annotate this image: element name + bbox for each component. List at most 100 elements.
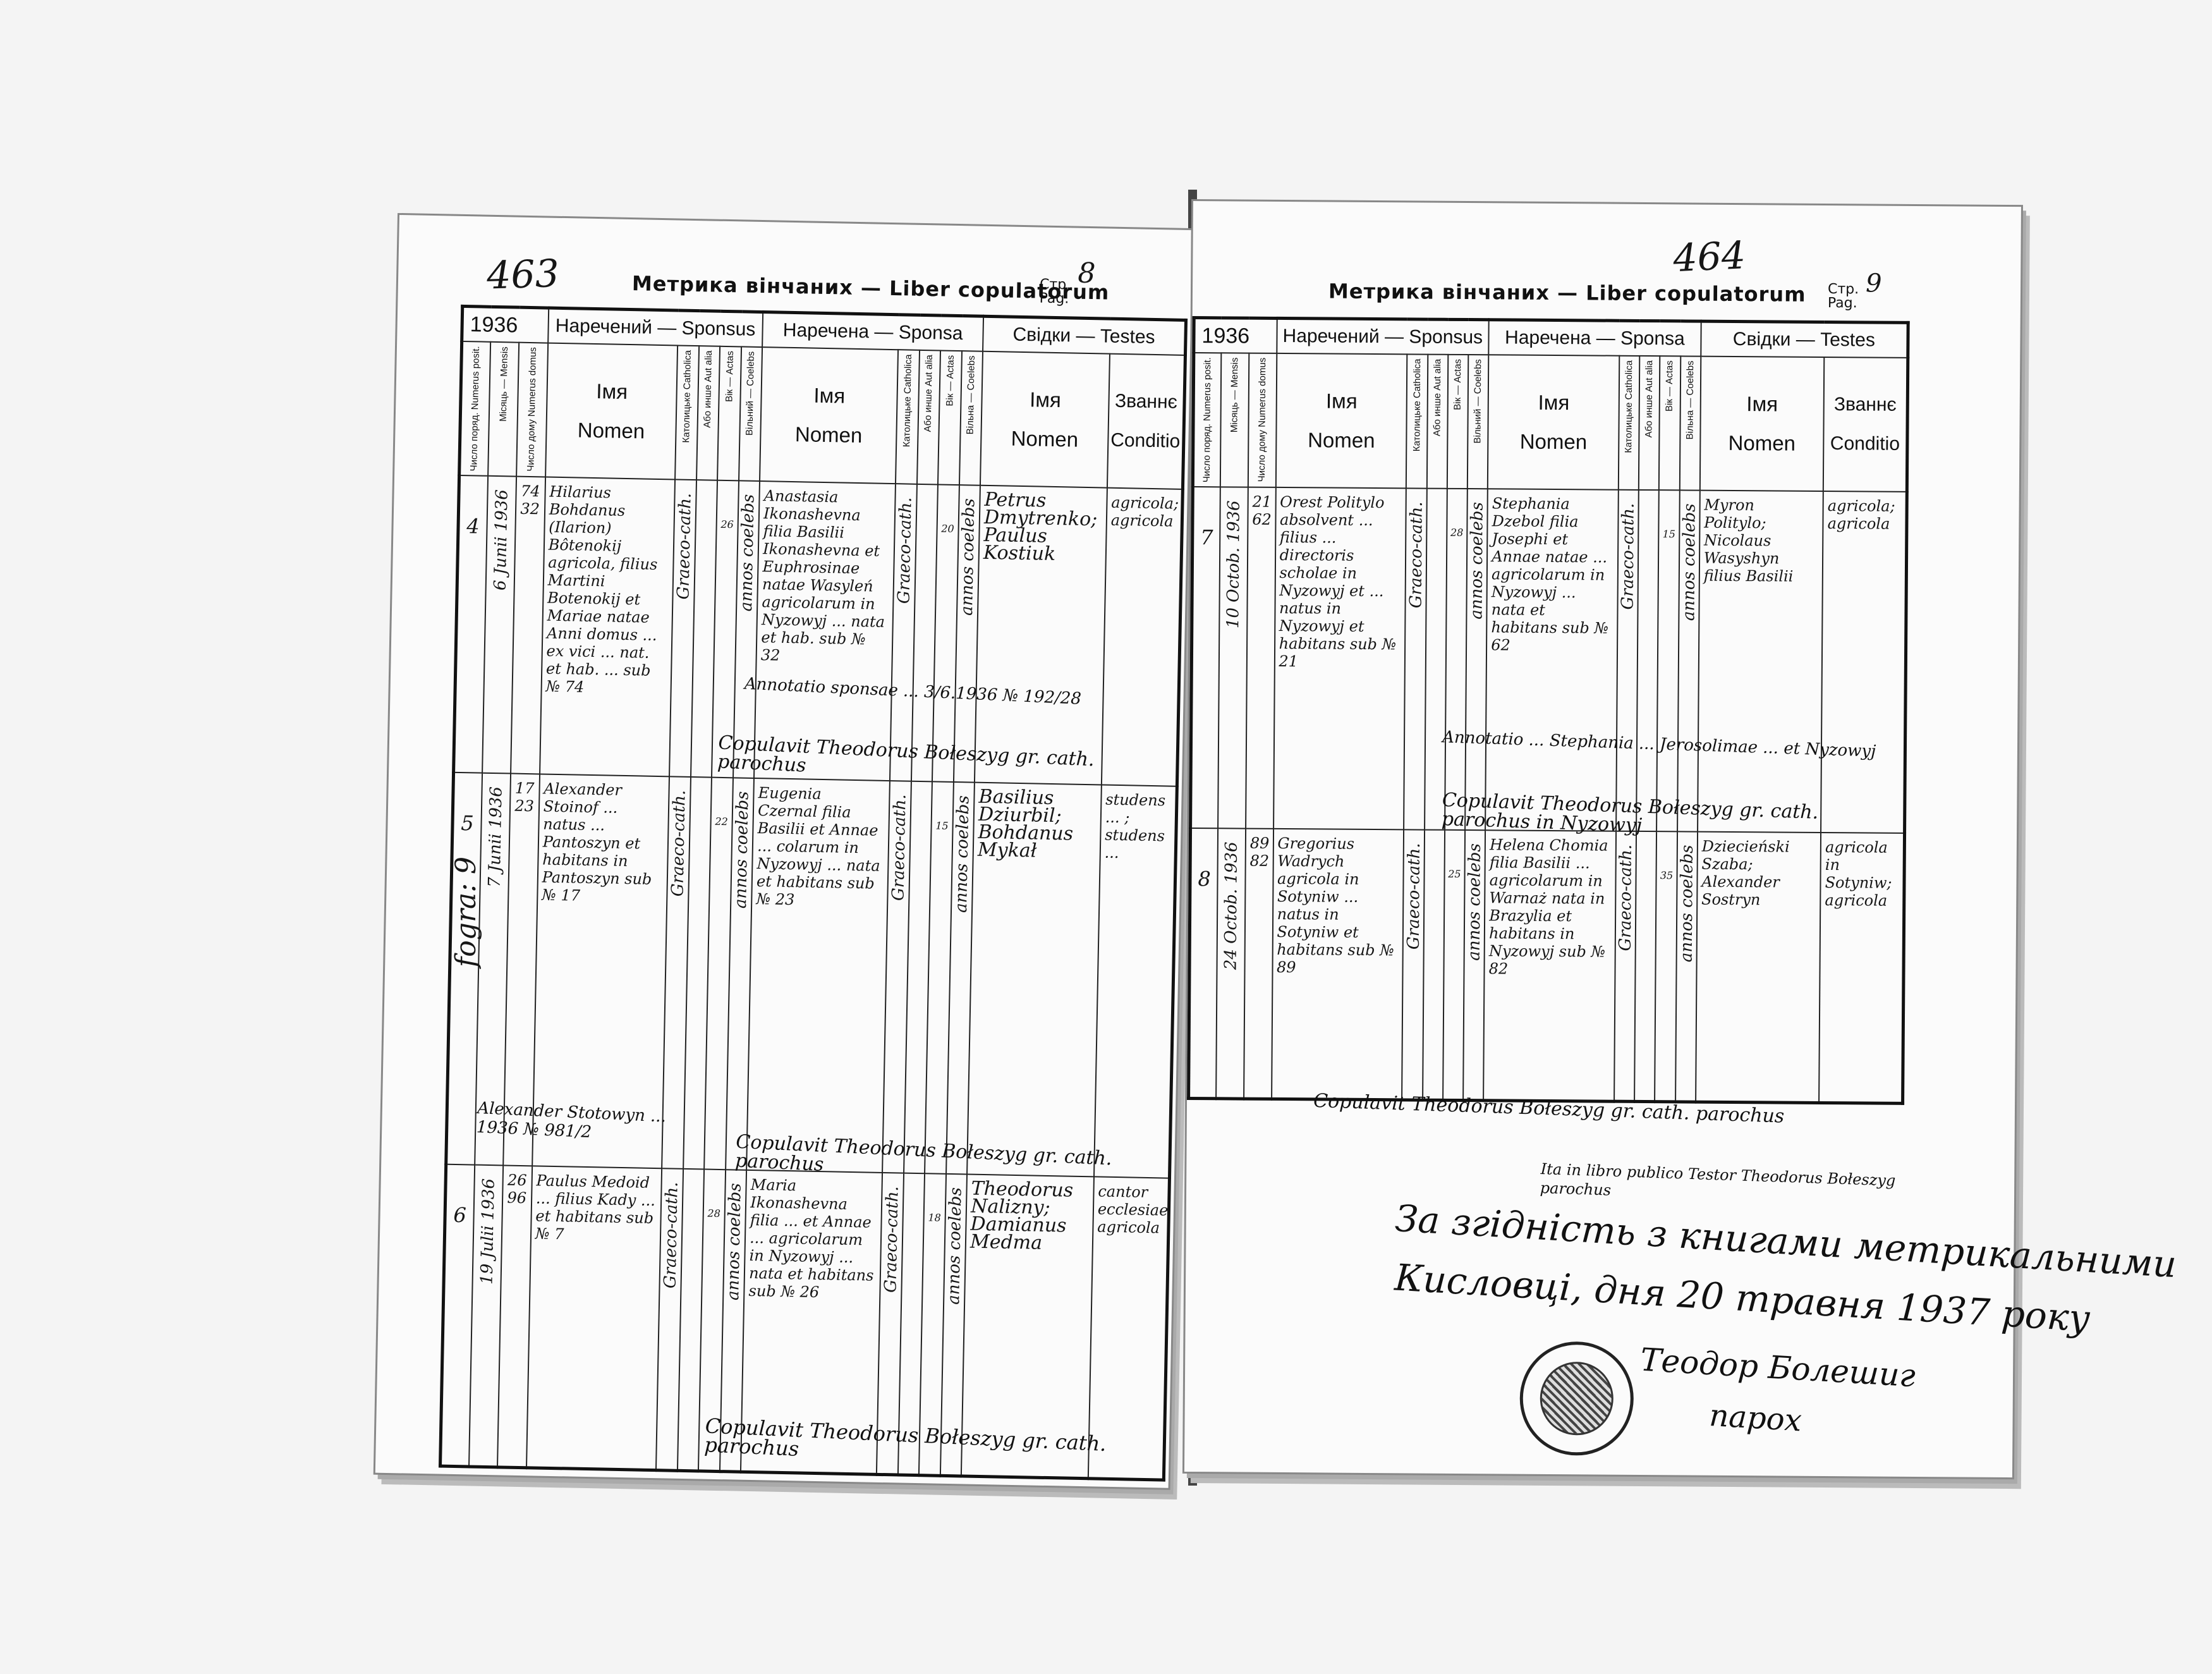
bride-age: 15 — [1656, 490, 1680, 832]
entry-date: 6 Junii 1936 — [490, 489, 512, 591]
left-ledger-table: 1936 Наречений — Sponsus Наречена — Spon… — [438, 304, 1188, 1482]
witnesses-entry: Myron Politylo; Nicolaus Wasyshyn filius… — [1697, 490, 1823, 833]
left-page: 463 Метрика вінчаних — Liber copulatorum… — [375, 215, 1193, 1488]
bride-status: annos coelebs — [952, 795, 973, 913]
bride-status: annos coelebs — [944, 1187, 966, 1305]
groom-status: annos coelebs — [1464, 843, 1485, 961]
header-catholic-f: Католицьке Catholica — [901, 354, 914, 448]
groom-entry: Gregorius Wadrych agricola in Sotyniw ..… — [1271, 828, 1404, 1100]
left-header-testes: Свідки — Testes — [983, 316, 1186, 355]
groom-entry: Paulus Medoid ... filius Kady ... et hab… — [526, 1166, 662, 1470]
bride-entry: Stephania Dzebol filia Josephi et Annae … — [1485, 489, 1619, 831]
right-book-title: Метрика вінчаних — Liber copulatorum — [1328, 279, 1806, 307]
header-alia-f: Або инше Aut alia — [922, 354, 935, 432]
groom-religion: Graeco-cath. — [668, 790, 690, 897]
bride-religion: Graeco-cath. — [881, 1186, 902, 1293]
entry-date: 19 Julii 1936 — [477, 1178, 499, 1285]
groom-status: annos coelebs — [1467, 502, 1487, 620]
witnesses-entry: Basilius Dziurbil; Bohdanus Mykał — [967, 782, 1102, 1177]
bride-entry: Helena Chomia filia Basilii ... agricola… — [1483, 830, 1617, 1102]
witness-condition: studens ... ; studens ... — [1093, 785, 1177, 1178]
left-page-number: Стр. Pag. — [1039, 276, 1071, 307]
header-house: Число дому Numerus domus — [1256, 357, 1268, 482]
witness-condition: agricola in Sotyniw; agricola — [1819, 832, 1905, 1104]
header-catholic: Католицьке Catholica — [681, 350, 693, 443]
witness-condition: agricola; agricola — [1101, 487, 1183, 786]
header-catholic: Католицьке Catholica — [1411, 358, 1423, 452]
table-row: 7 10 Octob. 1936 21 62 Orest Politylo ab… — [1190, 487, 1907, 833]
entry-number: 8 — [1188, 828, 1218, 1099]
bride-entry: Eugenia Czernal filia Basilii et Annae .… — [746, 778, 890, 1173]
left-book-title: Метрика вінчаних — Liber copulatorum — [631, 271, 1110, 305]
left-header-sponsus: Наречений — Sponsus — [547, 308, 763, 348]
bride-status: annos coelebs — [957, 498, 979, 616]
bride-status: annos coelebs — [1677, 845, 1697, 963]
right-header-group-row: 1936 Наречений — Sponsus Наречена — Spon… — [1193, 317, 1909, 358]
right-header-sponsa: Наречена — Sponsa — [1488, 319, 1701, 357]
header-single: Вільний — Coelebs — [1472, 359, 1484, 444]
bride-age: 35 — [1655, 831, 1677, 1102]
bride-religion: Graeco-cath. — [894, 497, 916, 604]
right-header-sponsus: Наречений — Sponsus — [1276, 318, 1489, 355]
header-number: Число поряд. Numerus posit. — [468, 346, 482, 472]
header-age: Вік — Actas — [1452, 358, 1464, 410]
groom-status: annos coelebs — [724, 1183, 746, 1301]
right-header-testes: Свідки — Testes — [1701, 321, 1909, 358]
groom-entry: Orest Politylo absolvent ... filius ... … — [1273, 487, 1407, 830]
bride-religion: Graeco-cath. — [889, 794, 910, 901]
header-number: Число поряд. Numerus posit. — [1201, 357, 1213, 483]
header-month: Місяць — Mensis — [1229, 357, 1241, 433]
groom-status: annos coelebs — [737, 494, 759, 612]
left-header-sub-row: Число поряд. Numerus posit. Місяць — Men… — [459, 341, 1186, 489]
groom-religion: Graeco-cath. — [674, 492, 695, 600]
groom-age: 28 — [1444, 488, 1468, 831]
header-alia: Або инше Aut alia — [702, 350, 715, 428]
right-year: 1936 — [1193, 317, 1277, 353]
entry-house: 89 82 — [1243, 828, 1273, 1099]
header-alia-f: Або инше Aut alia — [1643, 360, 1655, 438]
entry-number: 7 — [1190, 487, 1221, 829]
left-page-number-value: 8 — [1077, 257, 1096, 290]
header-single-f: Вільна — Coelebs — [1684, 360, 1696, 440]
entry-house: 21 62 — [1245, 487, 1276, 829]
right-page-number-value: 9 — [1865, 269, 1882, 298]
entry-date: 10 Octob. 1936 — [1224, 500, 1244, 629]
header-age: Вік — Actas — [724, 350, 736, 402]
certification-title: парох — [1708, 1397, 1803, 1439]
right-ledger-table: 1936 Наречений — Sponsus Наречена — Spon… — [1187, 315, 1910, 1105]
page-label-la: Pag. — [1827, 295, 1857, 312]
seal-emblem-icon — [1540, 1361, 1614, 1436]
header-house: Число дому Numerus domus — [525, 346, 539, 472]
header-month: Місяць — Mensis — [497, 346, 510, 422]
table-row: 8 24 Octob. 1936 89 82 Gregorius Wadrych… — [1188, 828, 1905, 1104]
groom-religion: Graeco-cath. — [1406, 501, 1426, 609]
groom-age: 25 — [1442, 829, 1466, 1101]
witnesses-entry: Petrus Dmytrenko; Paulus Kostiuk — [975, 485, 1107, 785]
left-archive-number: 463 — [486, 251, 560, 298]
page-label-la: Pag. — [1039, 290, 1069, 307]
parish-seal — [1519, 1341, 1634, 1456]
right-header-sub-row: Число поряд. Numerus posit. Місяць — Men… — [1193, 353, 1908, 492]
witnesses-entry: Dziecieński Szaba; Alexander Sostryn — [1695, 831, 1821, 1103]
groom-entry: Hilarius Bohdanus (Ilarion) Bôtenokij ag… — [539, 477, 676, 777]
bride-religion: Graeco-cath. — [1615, 844, 1636, 951]
groom-religion: Graeco-cath. — [1404, 843, 1424, 950]
header-age-f: Вік — Actas — [944, 355, 956, 406]
right-archive-number: 464 — [1672, 233, 1747, 281]
certification-small-note: Ita in libro publico Testor Theodorus Bo… — [1540, 1160, 1896, 1199]
header-single: Вільний — Coelebs — [744, 351, 757, 436]
witness-condition: agricola; agricola — [1821, 491, 1907, 833]
header-alia: Або инше Aut alia — [1431, 358, 1443, 437]
groom-status: annos coelebs — [731, 791, 753, 909]
right-page: 464 Метрика вінчаних — Liber copulatorum… — [1184, 201, 2178, 1478]
left-margin-note: fogra: 9 — [450, 856, 482, 967]
left-header-sponsa: Наречена — Sponsa — [762, 312, 984, 351]
right-page-number: Стр. Pag. — [1827, 281, 1859, 312]
